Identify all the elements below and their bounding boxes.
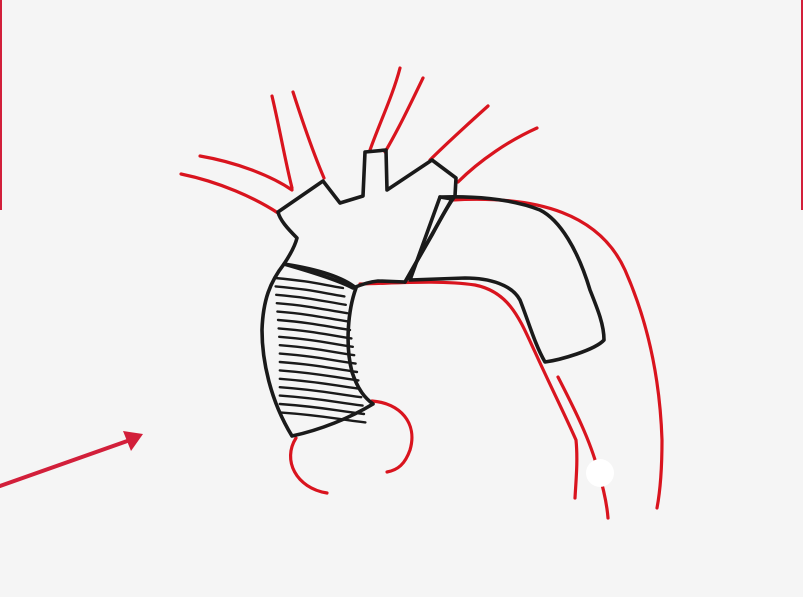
vessel-right-b (458, 128, 537, 182)
vessel-left-upper-a (272, 96, 292, 188)
graft-seam (405, 197, 452, 282)
vessel-left-upper-b (293, 92, 324, 178)
vessel-center-a (370, 68, 400, 150)
vessel-left-side-b (181, 174, 278, 213)
arrow-shaft (0, 440, 130, 486)
vessel-descending-lower (558, 377, 608, 518)
vessel-loop-right (372, 401, 412, 472)
vessel-left-side-a (200, 156, 292, 190)
left-edge-marker (0, 0, 2, 210)
vessel-right-a (430, 106, 488, 160)
pointer-arrow (0, 431, 143, 486)
vessel-center-b (385, 78, 423, 152)
dot-marker-icon (586, 459, 614, 487)
vessel-descending-outer (452, 199, 662, 508)
vessel-loop-left (291, 438, 327, 493)
vessel-descending-inner (360, 282, 577, 498)
